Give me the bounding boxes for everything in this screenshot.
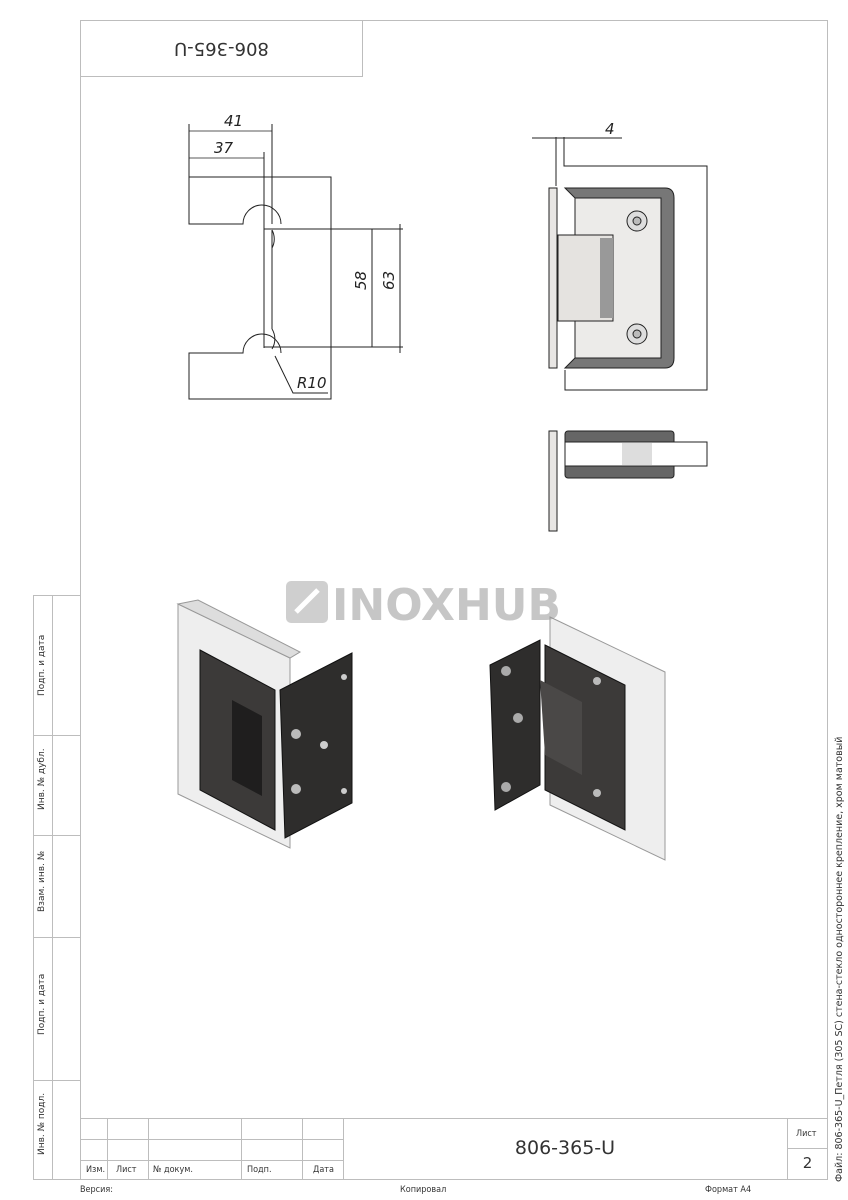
left-stamp-strip — [33, 595, 81, 1180]
col-date: Дата — [313, 1165, 334, 1175]
copied-label: Копировал — [400, 1185, 447, 1195]
dim-37: 37 — [214, 139, 234, 157]
glass-cutout-view — [188, 124, 403, 400]
format-label: Формат А4 — [705, 1185, 752, 1195]
title-designation: 806-365-U — [514, 1137, 616, 1159]
sheet-number: 2 — [802, 1154, 813, 1172]
col-sheet: Лист — [116, 1165, 137, 1175]
dim-41: 41 — [224, 112, 243, 130]
hinge-top-view — [548, 430, 708, 532]
version-label: Версия: — [80, 1185, 113, 1195]
col-change: Изм. — [86, 1165, 106, 1175]
dim-r10: R10 — [297, 374, 327, 392]
dim-4: 4 — [605, 120, 615, 138]
hinge-isometric-right — [489, 616, 666, 861]
file-caption: Файл: 806-365-U_Петля (305 SC) стена-сте… — [834, 736, 845, 1182]
col-signature: Подп. — [247, 1165, 272, 1175]
hinge-side-view — [532, 137, 708, 391]
hinge-isometric-left — [176, 599, 353, 849]
dim-58: 58 — [352, 271, 370, 290]
watermark-text: INOXHUB — [332, 580, 561, 631]
col-doc-number: № докум. — [153, 1165, 193, 1175]
top-designation-box: 806-365-U — [80, 20, 363, 77]
dim-63: 63 — [380, 271, 398, 290]
watermark-logo-icon — [286, 581, 328, 623]
sheet-label: Лист — [796, 1129, 817, 1139]
